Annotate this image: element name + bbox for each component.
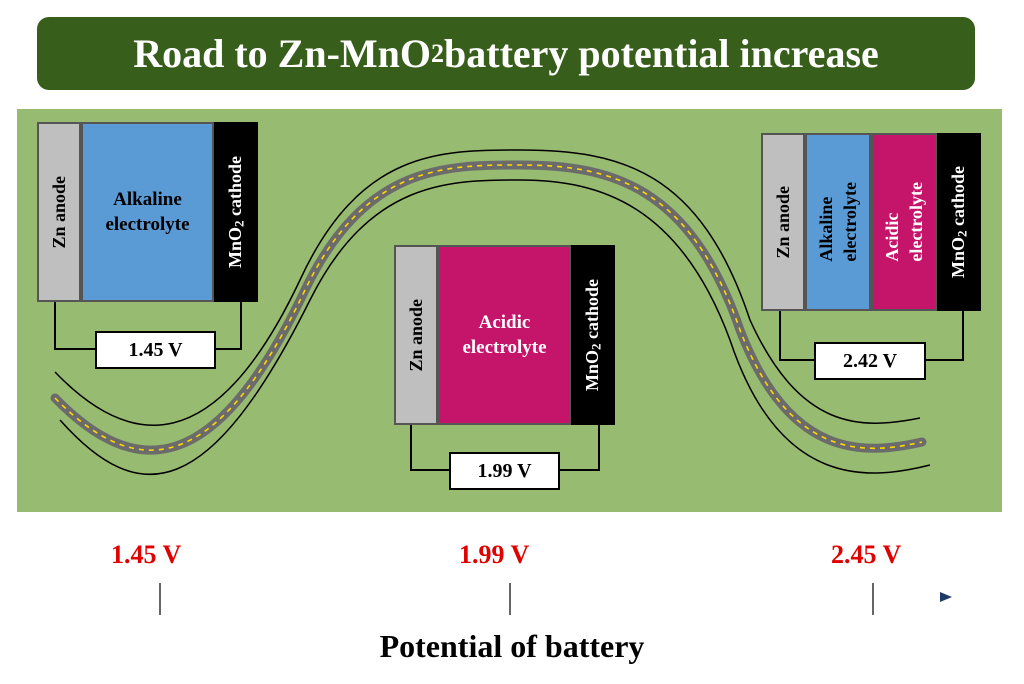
anode-label: Zn anode (405, 298, 426, 372)
road (50, 160, 927, 455)
wire-decoupled (779, 310, 814, 361)
anode-label: Zn anode (48, 175, 69, 249)
axis-tick-label-3: 2.45 V (831, 540, 902, 569)
electrolyte-label-1: Alkaline (113, 189, 182, 210)
wire-alkaline (54, 301, 95, 350)
electrolyte-label-1: Acidic (478, 312, 531, 333)
voltage-badge-decoupled: 2.42 V (814, 342, 926, 380)
axis-tick-label-2: 1.99 V (459, 540, 530, 569)
cell-alkaline: Zn anode Alkaline electrolyte MnO2 catho… (37, 122, 258, 302)
cathode-label: MnO2 cathode (224, 155, 247, 268)
anode-label: Zn anode (772, 185, 793, 259)
anode-layer: Zn anode (394, 245, 438, 425)
cathode-layer: MnO2 cathode (214, 122, 258, 302)
electrolyte-label-2: electrolyte (105, 214, 190, 235)
cathode-layer: MnO2 cathode (571, 245, 615, 425)
alkaline-electrolyte-layer: Alkaline electrolyte (81, 122, 214, 302)
wire-alkaline-right (216, 301, 242, 350)
anode-layer: Zn anode (761, 133, 805, 311)
wire-acidic-right (560, 424, 600, 471)
cathode-label: MnO2 cathode (947, 165, 970, 278)
acidic-electrolyte-layer: Acidic electrolyte (438, 245, 571, 425)
axis-tick-label-1: 1.45 V (111, 540, 182, 569)
cathode-label: MnO2 cathode (581, 278, 604, 391)
road-edge-inner (59, 179, 931, 476)
electrolyte-label-2: electrolyte (462, 337, 547, 358)
anode-layer: Zn anode (37, 122, 81, 302)
cathode-layer: MnO2 cathode (937, 133, 981, 311)
road-edge-outer (54, 149, 921, 426)
voltage-badge-acidic: 1.99 V (449, 452, 560, 490)
axis-arrowhead (940, 592, 952, 602)
wire-decoupled-right (926, 310, 964, 361)
cell-acidic: Zn anode Acidic electrolyte MnO2 cathode (394, 245, 615, 425)
wire-acidic (410, 424, 449, 471)
voltage-badge-alkaline: 1.45 V (95, 331, 216, 369)
axis-title: Potential of battery (379, 628, 645, 664)
